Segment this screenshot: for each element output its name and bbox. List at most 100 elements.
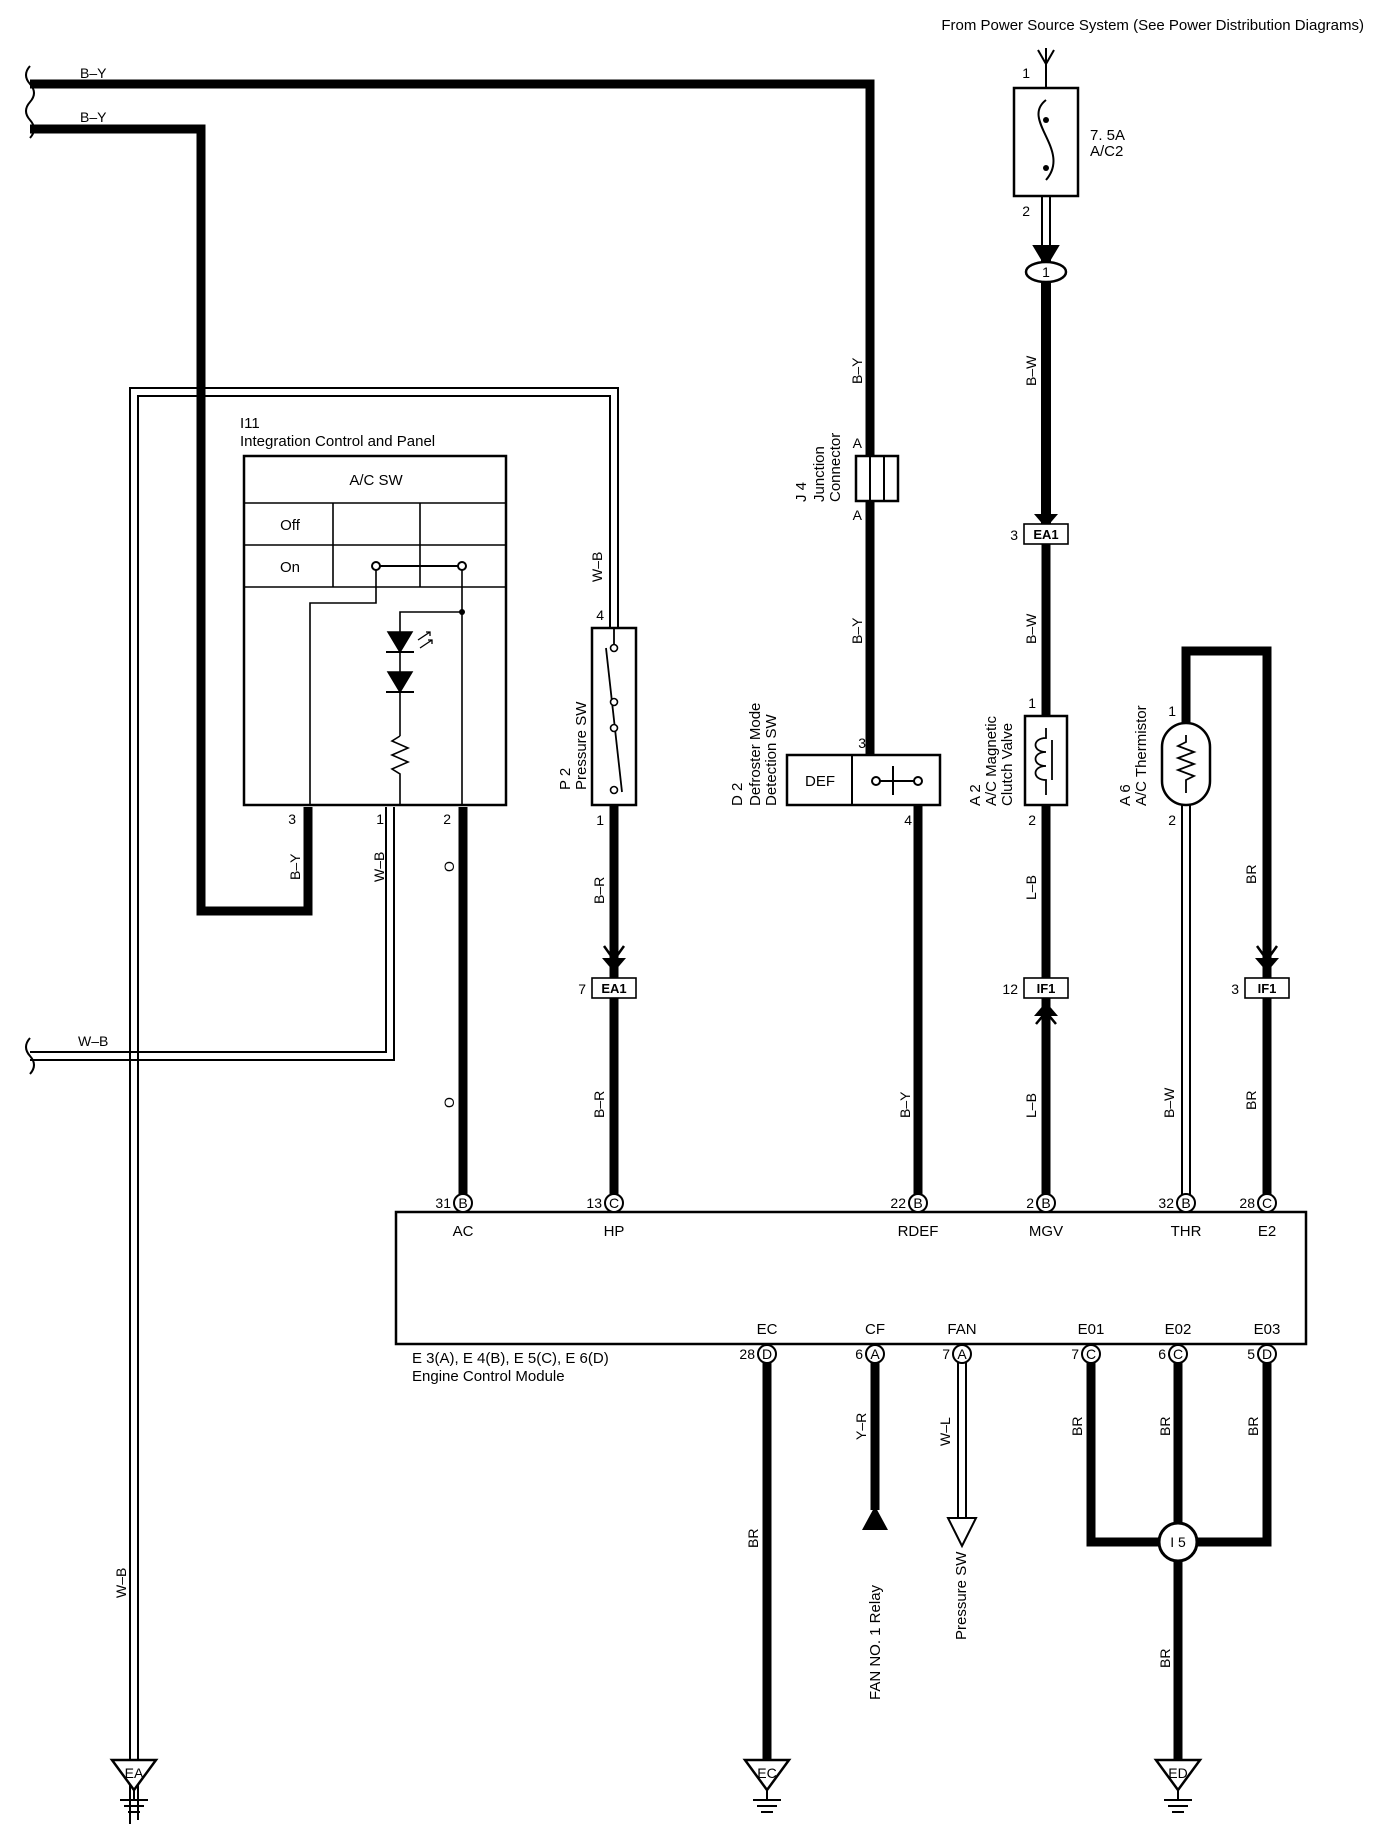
svg-text:IF1: IF1 — [1258, 981, 1277, 996]
wire-color-label: L–B — [1023, 875, 1039, 900]
wire-color-label: Y–R — [853, 1413, 869, 1440]
arrow-up-icon — [862, 1506, 888, 1530]
p2-pin-bottom: 1 — [596, 812, 604, 828]
connector-node-1: 1 — [1024, 260, 1068, 284]
svg-text:D: D — [762, 1346, 772, 1362]
wire-color-label: L–B — [1023, 1093, 1039, 1118]
a6-pin-bottom: 2 — [1168, 812, 1176, 828]
connector-if1-right: IF1 3 — [1231, 945, 1290, 999]
svg-text:1: 1 — [1042, 264, 1050, 280]
p2-name: Pressure SW — [573, 701, 590, 790]
wire-e01-br — [1086, 1360, 1164, 1547]
connector-if1-mid: IF1 12 — [1002, 977, 1069, 1025]
svg-text:B: B — [1041, 1195, 1050, 1211]
wire-color-label: O — [441, 861, 457, 872]
row-on-label: On — [280, 559, 300, 576]
svg-text:ED: ED — [1168, 1765, 1187, 1781]
svg-text:13: 13 — [586, 1195, 602, 1211]
svg-text:EC: EC — [757, 1321, 778, 1338]
svg-text:AC: AC — [453, 1223, 474, 1240]
svg-text:EC: EC — [757, 1765, 776, 1781]
svg-text:FAN: FAN — [947, 1321, 976, 1338]
svg-text:7: 7 — [578, 981, 586, 997]
j4-code: J 4 — [793, 482, 810, 502]
ecm-name: Engine Control Module — [412, 1368, 565, 1385]
wire-break-mark-top — [25, 65, 35, 139]
svg-text:C: C — [609, 1195, 619, 1211]
svg-text:CF: CF — [865, 1321, 885, 1338]
ecm-pin-cf: A 6 CF — [855, 1321, 885, 1364]
svg-text:IF1: IF1 — [1037, 981, 1056, 996]
wire-color-label: B–W — [1161, 1087, 1177, 1118]
row-off-label: Off — [280, 517, 301, 534]
fuse-rating: 7. 5A — [1090, 127, 1125, 144]
resistor-icon — [1175, 735, 1197, 793]
arrow-up-icon — [1034, 1002, 1058, 1016]
svg-text:28: 28 — [739, 1346, 755, 1362]
svg-text:RDEF: RDEF — [898, 1223, 939, 1240]
ecm-pin-mgv: B 2 MGV — [1026, 1193, 1063, 1240]
ground-icon — [120, 1790, 148, 1813]
fuse-pin-out: 2 — [1022, 203, 1030, 219]
svg-text:EA1: EA1 — [1033, 527, 1058, 542]
svg-text:E2: E2 — [1258, 1223, 1276, 1240]
ecm-pin-e01: C 7 E01 — [1071, 1321, 1104, 1364]
svg-text:6: 6 — [855, 1346, 863, 1362]
ground-icon — [1164, 1790, 1192, 1813]
d2-name1: Defroster Mode — [747, 703, 764, 806]
wire-color-label: B–Y — [80, 65, 107, 81]
j4-name2: Connector — [827, 433, 844, 502]
arrow-down-icon — [1032, 245, 1060, 268]
dest-pressure-sw: Pressure SW — [953, 1551, 970, 1640]
p2-pressure-switch: 4 1 P 2 Pressure SW — [557, 607, 638, 828]
i11-integration-panel: I11 Integration Control and Panel A/C SW… — [240, 415, 508, 827]
led-icon — [386, 631, 414, 654]
svg-text:7: 7 — [1071, 1346, 1079, 1362]
wire-color-label: B–Y — [849, 357, 865, 384]
j4-name1: Junction — [811, 446, 828, 502]
wire-wb-left-inner — [30, 807, 395, 1061]
svg-text:C: C — [1173, 1346, 1183, 1362]
svg-text:2: 2 — [1026, 1195, 1034, 1211]
d2-pin-top: 3 — [858, 735, 866, 751]
d2-defroster-switch: DEF 3 4 D 2 Defroster Mode Detection SW — [729, 703, 942, 828]
j4-junction-connector: A A J 4 Junction Connector — [793, 433, 900, 523]
i11-pin-3: 3 — [288, 811, 296, 827]
i11-pin-1: 1 — [376, 811, 384, 827]
wire-color-label: BR — [1069, 1417, 1085, 1436]
j4-pin-a-top: A — [853, 435, 863, 451]
svg-text:B: B — [913, 1195, 922, 1211]
ground-ec: EC — [742, 1758, 792, 1813]
ground-ea: EA — [109, 1758, 159, 1813]
wire-color-label: B–Y — [897, 1091, 913, 1118]
svg-text:I 5: I 5 — [1170, 1534, 1186, 1550]
a2-magnetic-clutch-valve: 1 2 A 2 A/C Magnetic Clutch Valve — [967, 695, 1069, 828]
a6-thermistor: 1 2 A 6 A/C Thermistor — [1117, 703, 1212, 828]
svg-text:EA1: EA1 — [601, 981, 626, 996]
wire-by-top — [30, 79, 875, 755]
svg-text:28: 28 — [1239, 1195, 1255, 1211]
wire-e03-br — [1192, 1360, 1272, 1547]
ecm-pin-e02: C 6 E02 — [1158, 1321, 1192, 1364]
dest-fan-relay: FAN NO. 1 Relay — [867, 1584, 884, 1700]
svg-text:E02: E02 — [1165, 1321, 1192, 1338]
a6-code: A 6 — [1117, 784, 1134, 806]
engine-control-module: E 3(A), E 4(B), E 5(C), E 6(D) Engine Co… — [394, 1210, 1308, 1385]
svg-text:5: 5 — [1247, 1346, 1255, 1362]
d2-name2: Detection SW — [763, 713, 780, 806]
svg-text:B: B — [1181, 1195, 1190, 1211]
svg-text:MGV: MGV — [1029, 1223, 1063, 1240]
i11-code: I11 — [240, 415, 260, 432]
i11-name: Integration Control and Panel — [240, 433, 435, 450]
svg-text:31: 31 — [435, 1195, 451, 1211]
svg-text:E03: E03 — [1254, 1321, 1281, 1338]
wire-wb-left-outer — [30, 807, 387, 1053]
wire-color-label: W–B — [78, 1033, 108, 1049]
d2-pin-bottom: 4 — [904, 812, 912, 828]
p2-code: P 2 — [557, 768, 574, 790]
wire-color-label: B–Y — [849, 617, 865, 644]
fuse-pin-in: 1 — [1022, 65, 1030, 81]
ecm-pin-rdef: B 22 RDEF — [890, 1193, 939, 1240]
wire-color-label: BR — [1157, 1417, 1173, 1436]
j4-pin-a-bottom: A — [853, 507, 863, 523]
